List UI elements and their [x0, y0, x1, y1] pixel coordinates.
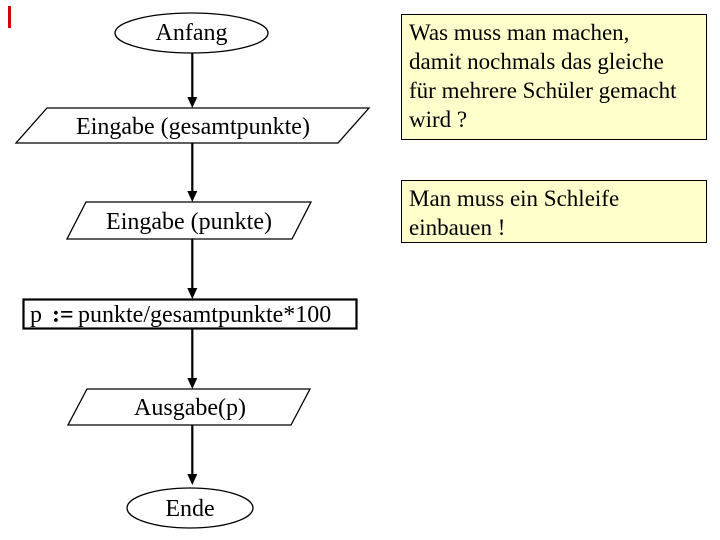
note-answer-line: einbauen ! — [409, 215, 506, 240]
note-question-line: wird ? — [409, 107, 468, 132]
note-question: Was muss man machen, damit nochmals das … — [401, 14, 707, 140]
start-label: Anfang — [156, 20, 228, 46]
note-answer-line: Man muss ein Schleife — [409, 186, 620, 211]
assign-operator: := — [52, 302, 74, 328]
end-label: Ende — [165, 496, 214, 522]
output-label: Ausgabe(p) — [134, 395, 246, 421]
process-label: p := punkte/gesamtpunkte*100 — [30, 302, 331, 328]
arrowhead-icon — [187, 97, 198, 108]
arrowhead-icon — [187, 288, 198, 299]
arrowhead-icon — [187, 378, 198, 389]
process-rectangle — [22, 298, 358, 330]
end-terminator-shape — [126, 487, 254, 529]
note-question-line: Was muss man machen, — [409, 20, 630, 45]
arrowhead-icon — [187, 191, 198, 202]
red-mark — [8, 6, 11, 28]
process-rhs: punkte/gesamtpunkte*100 — [78, 302, 331, 328]
note-question-line: damit nochmals das gleiche — [409, 49, 664, 74]
process-lhs: p — [30, 302, 42, 328]
output-parallelogram — [66, 388, 312, 426]
note-answer: Man muss ein Schleife einbauen ! — [401, 180, 707, 243]
input-points-label: Eingabe (punkte) — [106, 209, 272, 235]
input-total-parallelogram — [14, 107, 371, 144]
input-total-label: Eingabe (gesamtpunkte) — [76, 114, 310, 140]
note-question-line: für mehrere Schüler gemacht — [409, 78, 677, 103]
arrowhead-icon — [187, 474, 198, 485]
input-points-parallelogram — [65, 201, 313, 240]
